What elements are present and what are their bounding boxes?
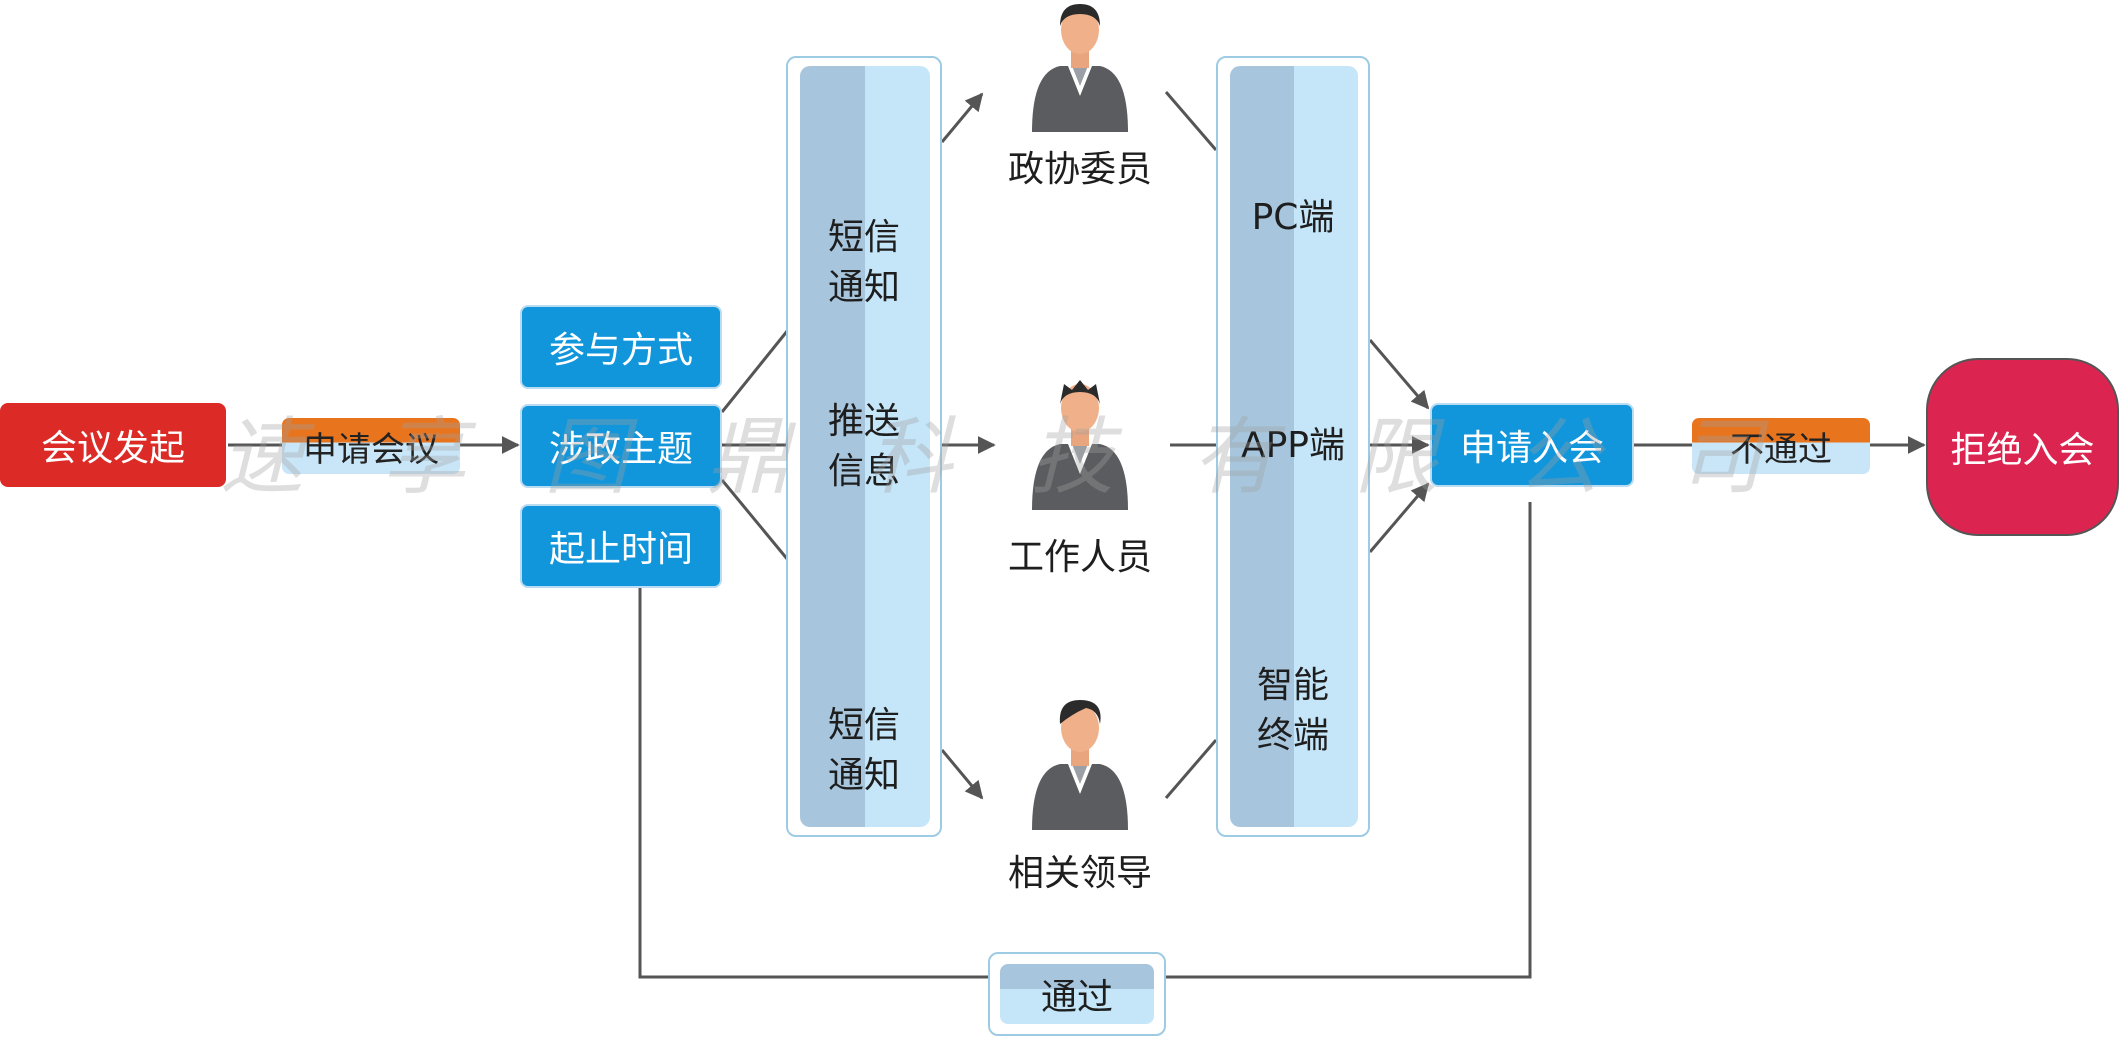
- panel-item-sms-top: 短信 通知: [827, 217, 900, 308]
- panel-terminals: PC端 APP端 智能 终端: [1216, 56, 1370, 837]
- arrow-panel-to-role-bot: [940, 749, 984, 800]
- arrow-panel-to-role-top: [940, 92, 984, 143]
- role-staff: 工作人员: [1000, 378, 1160, 578]
- panel-item-smart-terminal: 智能 终端: [1256, 665, 1329, 756]
- node-apply-join-label: 申请入会: [1459, 428, 1604, 469]
- line-role-top-to-terminal: [1164, 91, 1218, 151]
- tag-apply-meeting: 申请会议: [282, 418, 460, 474]
- tag-passed-label: 通过: [1000, 964, 1154, 1024]
- node-reject-label: 拒绝入会: [1950, 430, 2095, 471]
- node-participation-mode[interactable]: 参与方式: [520, 305, 722, 389]
- arrow-terminal-top-to-join: [1368, 339, 1430, 410]
- panel-item-push: 推送 信息: [827, 401, 900, 492]
- node-political-topic-label: 涉政主题: [548, 429, 693, 470]
- role-cppcc-member: 政协委员: [1000, 0, 1160, 190]
- node-start[interactable]: 会议发起: [0, 403, 226, 487]
- node-time-range[interactable]: 起止时间: [520, 504, 722, 588]
- panel-item-app: APP端: [1240, 425, 1346, 466]
- node-political-topic[interactable]: 涉政主题: [520, 404, 722, 488]
- line-role-bot-to-terminal: [1164, 739, 1218, 799]
- panel-terminals-inner: [1230, 66, 1358, 827]
- tag-apply-meeting-label: 申请会议: [303, 429, 439, 470]
- role-label: 相关领导: [1007, 853, 1152, 894]
- panel-notification: 短信 通知 推送 信息 短信 通知: [786, 56, 942, 837]
- arrow-terminal-bot-to-join: [1368, 482, 1430, 553]
- node-apply-join[interactable]: 申请入会: [1430, 403, 1634, 487]
- tag-not-passed-label: 不通过: [1730, 429, 1832, 470]
- node-reject[interactable]: 拒绝入会: [1926, 358, 2119, 536]
- panel-item-sms-bottom: 短信 通知: [827, 705, 900, 796]
- person-icon: [1032, 4, 1128, 132]
- panel-item-pc: PC端: [1251, 197, 1335, 238]
- tag-not-passed: 不通过: [1692, 418, 1870, 474]
- line-fields-to-panel-bot: [720, 479, 790, 561]
- node-start-label: 会议发起: [40, 428, 185, 469]
- role-label: 政协委员: [1007, 149, 1152, 190]
- node-time-range-label: 起止时间: [548, 529, 693, 570]
- node-participation-mode-label: 参与方式: [548, 330, 693, 371]
- person-icon: [1032, 380, 1128, 510]
- line-fields-to-panel-top: [720, 329, 790, 413]
- tag-passed: 通过: [988, 952, 1166, 1036]
- role-label: 工作人员: [1007, 537, 1152, 578]
- person-icon: [1032, 700, 1128, 830]
- role-leader: 相关领导: [1000, 694, 1160, 894]
- panel-notification-inner: [800, 66, 930, 827]
